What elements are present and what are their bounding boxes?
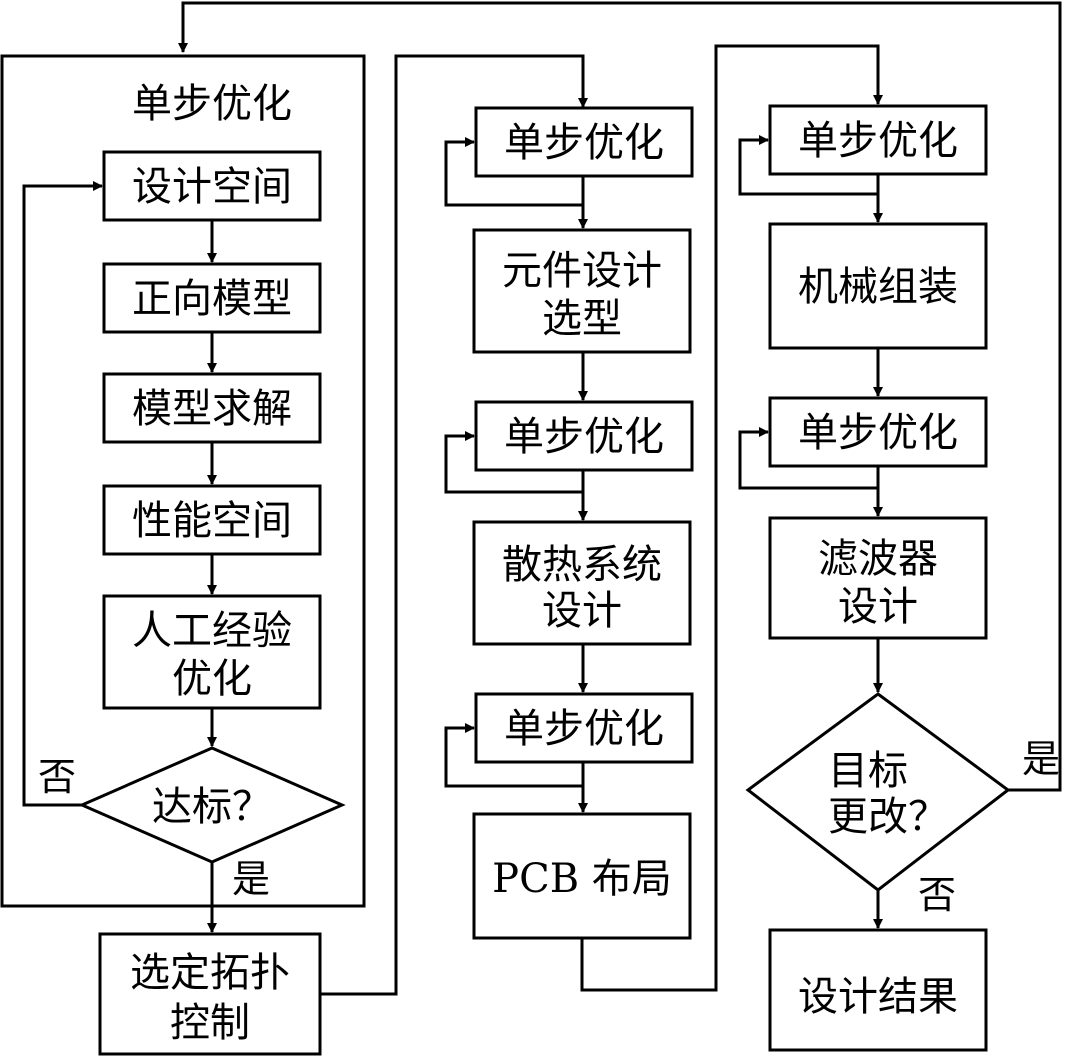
topology-control-box xyxy=(98,932,322,1056)
goal-change-label-line1: 目标 xyxy=(828,748,908,794)
middle-step-opt-3-label: 单步优化 xyxy=(504,706,664,752)
component-selection-label-line2: 选型 xyxy=(542,296,622,342)
design-result-box xyxy=(768,928,988,1052)
left-group-title: 单步优化 xyxy=(132,81,292,127)
thermal-design-label-line1: 散热系统 xyxy=(502,542,662,588)
design-space-box xyxy=(102,150,322,222)
decision-no-label: 否 xyxy=(38,755,76,799)
middle-step-opt-3-loop xyxy=(444,723,585,788)
model-solve-box xyxy=(102,372,322,444)
arrow-pcb-to-right xyxy=(580,44,883,992)
forward-model-label: 正向模型 xyxy=(132,276,292,322)
middle-step-opt-1-loop xyxy=(444,137,585,207)
step-optimization-group-outline xyxy=(0,54,366,908)
performance-space-box xyxy=(102,484,322,556)
goal-change-yes-arrow xyxy=(178,1,1062,792)
topology-control-label-line1: 选定拓扑 xyxy=(130,950,290,996)
right-step-opt-1-loop xyxy=(738,135,880,196)
pcb-layout-label: PCB 布局 xyxy=(492,856,672,902)
right-step-opt-2-label: 单步优化 xyxy=(798,410,958,456)
middle-step-opt-1-box xyxy=(474,106,694,178)
goal-change-label-line2: 更改？ xyxy=(828,794,948,840)
model-solve-label: 模型求解 xyxy=(132,386,292,432)
right-step-opt-2-loop xyxy=(738,427,880,490)
topology-control-label-line2: 控制 xyxy=(170,1000,250,1046)
design-result-label: 设计结果 xyxy=(798,974,958,1020)
decision-yes-label: 是 xyxy=(232,857,270,901)
middle-step-opt-2-box xyxy=(474,400,694,472)
filter-design-label-line2: 设计 xyxy=(838,584,918,630)
middle-step-opt-2-loop xyxy=(444,431,585,494)
arrow-topology-to-middle xyxy=(320,54,588,996)
middle-step-opt-3-box xyxy=(474,692,694,764)
thermal-design-label-line2: 设计 xyxy=(542,588,622,634)
manual-experience-label-line1: 人工经验 xyxy=(132,608,292,654)
meets-target-label: 达标？ xyxy=(152,784,272,830)
goal-change-yes-label: 是 xyxy=(1022,737,1060,781)
component-selection-label-line1: 元件设计 xyxy=(502,248,662,294)
middle-step-opt-2-label: 单步优化 xyxy=(504,414,664,460)
manual-experience-label-line2: 优化 xyxy=(172,656,252,702)
goal-change-no-label: 否 xyxy=(918,873,956,917)
design-space-label: 设计空间 xyxy=(132,164,292,210)
right-step-opt-1-label: 单步优化 xyxy=(798,118,958,164)
forward-model-box xyxy=(102,262,322,334)
right-step-opt-1-box xyxy=(768,104,988,176)
filter-design-label-line1: 滤波器 xyxy=(818,536,938,582)
middle-step-opt-1-label: 单步优化 xyxy=(504,120,664,166)
decision-no-loop-arrow xyxy=(22,181,103,807)
pcb-layout-box xyxy=(472,812,692,940)
mechanical-assembly-label: 机械组装 xyxy=(798,264,958,310)
filter-design-box xyxy=(768,516,988,640)
manual-experience-box xyxy=(102,594,322,710)
component-selection-box xyxy=(472,228,692,354)
performance-space-label: 性能空间 xyxy=(132,498,292,544)
